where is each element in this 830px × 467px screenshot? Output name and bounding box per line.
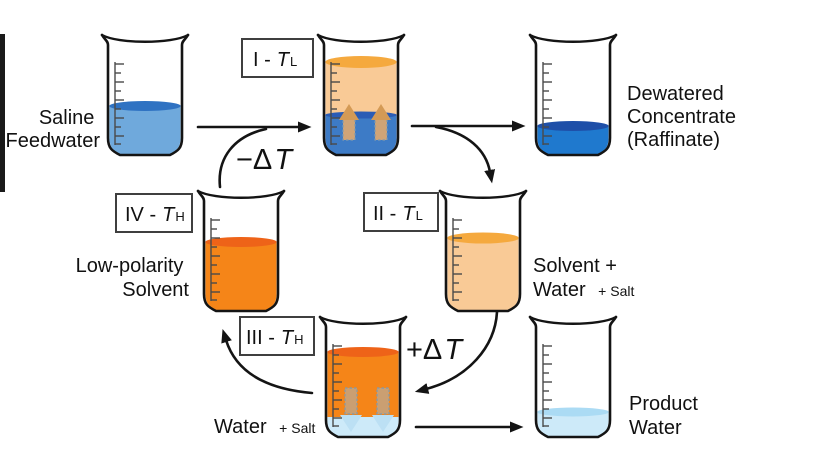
stage-tag-3: III -TH [239, 316, 315, 356]
beaker-stage3 [318, 315, 408, 439]
stage-tag-2: II -TL [363, 192, 439, 232]
stage1-liquid [325, 56, 397, 154]
arrow-stage2-to-stage3 [414, 310, 499, 394]
product-water-label: Product Water [629, 393, 704, 439]
stage-tag-4: IV -TH [115, 193, 193, 233]
arrow-stage4-to-stage1-curve [218, 127, 268, 189]
solvent-water-salt-label: Solvent + Water + Salt [533, 255, 634, 301]
arrow-stage3-to-stage4 [221, 329, 314, 395]
svg-text:I -TL: I -TL [253, 49, 297, 71]
beaker-raffinate [528, 33, 618, 157]
water-release-down-arrows [340, 387, 394, 432]
saline-liquid [109, 101, 181, 154]
arrow-stage1-to-stage2 [434, 125, 496, 184]
saline-feedwater-label: Saline Feedwater [6, 107, 101, 152]
cropped-edge-artifact [0, 34, 5, 192]
beaker-text-labels: Saline Feedwater Dewatered Concentrate (… [6, 83, 742, 439]
beaker-saline-feedwater [100, 33, 190, 157]
stage2-liquid [447, 232, 519, 310]
beaker-stage1 [316, 33, 406, 157]
minus-delta-t-label: −ΔT [236, 144, 294, 176]
svg-text:IV -TH: IV -TH [125, 204, 185, 226]
plus-delta-t-label: +ΔT [406, 334, 464, 366]
product-liquid [537, 407, 609, 436]
low-polarity-solvent-label: Low-polarity Solvent [76, 255, 190, 301]
svg-text:II -TL: II -TL [373, 203, 423, 225]
beaker-stage4-solvent [196, 189, 286, 313]
beaker-stage2-solvent-water [438, 189, 528, 313]
water-salt-label: Water + Salt [214, 416, 315, 438]
stage-tag-1: I -TL [241, 38, 314, 78]
beaker-product-water [528, 315, 618, 439]
stage4-liquid [205, 237, 277, 310]
raffinate-liquid [537, 121, 609, 154]
stage-tag-boxes: I -TL II -TL III -TH IV -TH [115, 38, 439, 356]
svg-text:III -TH: III -TH [246, 327, 304, 349]
stage3-liquid [327, 347, 399, 436]
water-extraction-up-arrows [339, 104, 391, 141]
dewatered-concentrate-label: Dewatered Concentrate (Raffinate) [627, 83, 742, 151]
cycle-arrows [196, 120, 526, 433]
